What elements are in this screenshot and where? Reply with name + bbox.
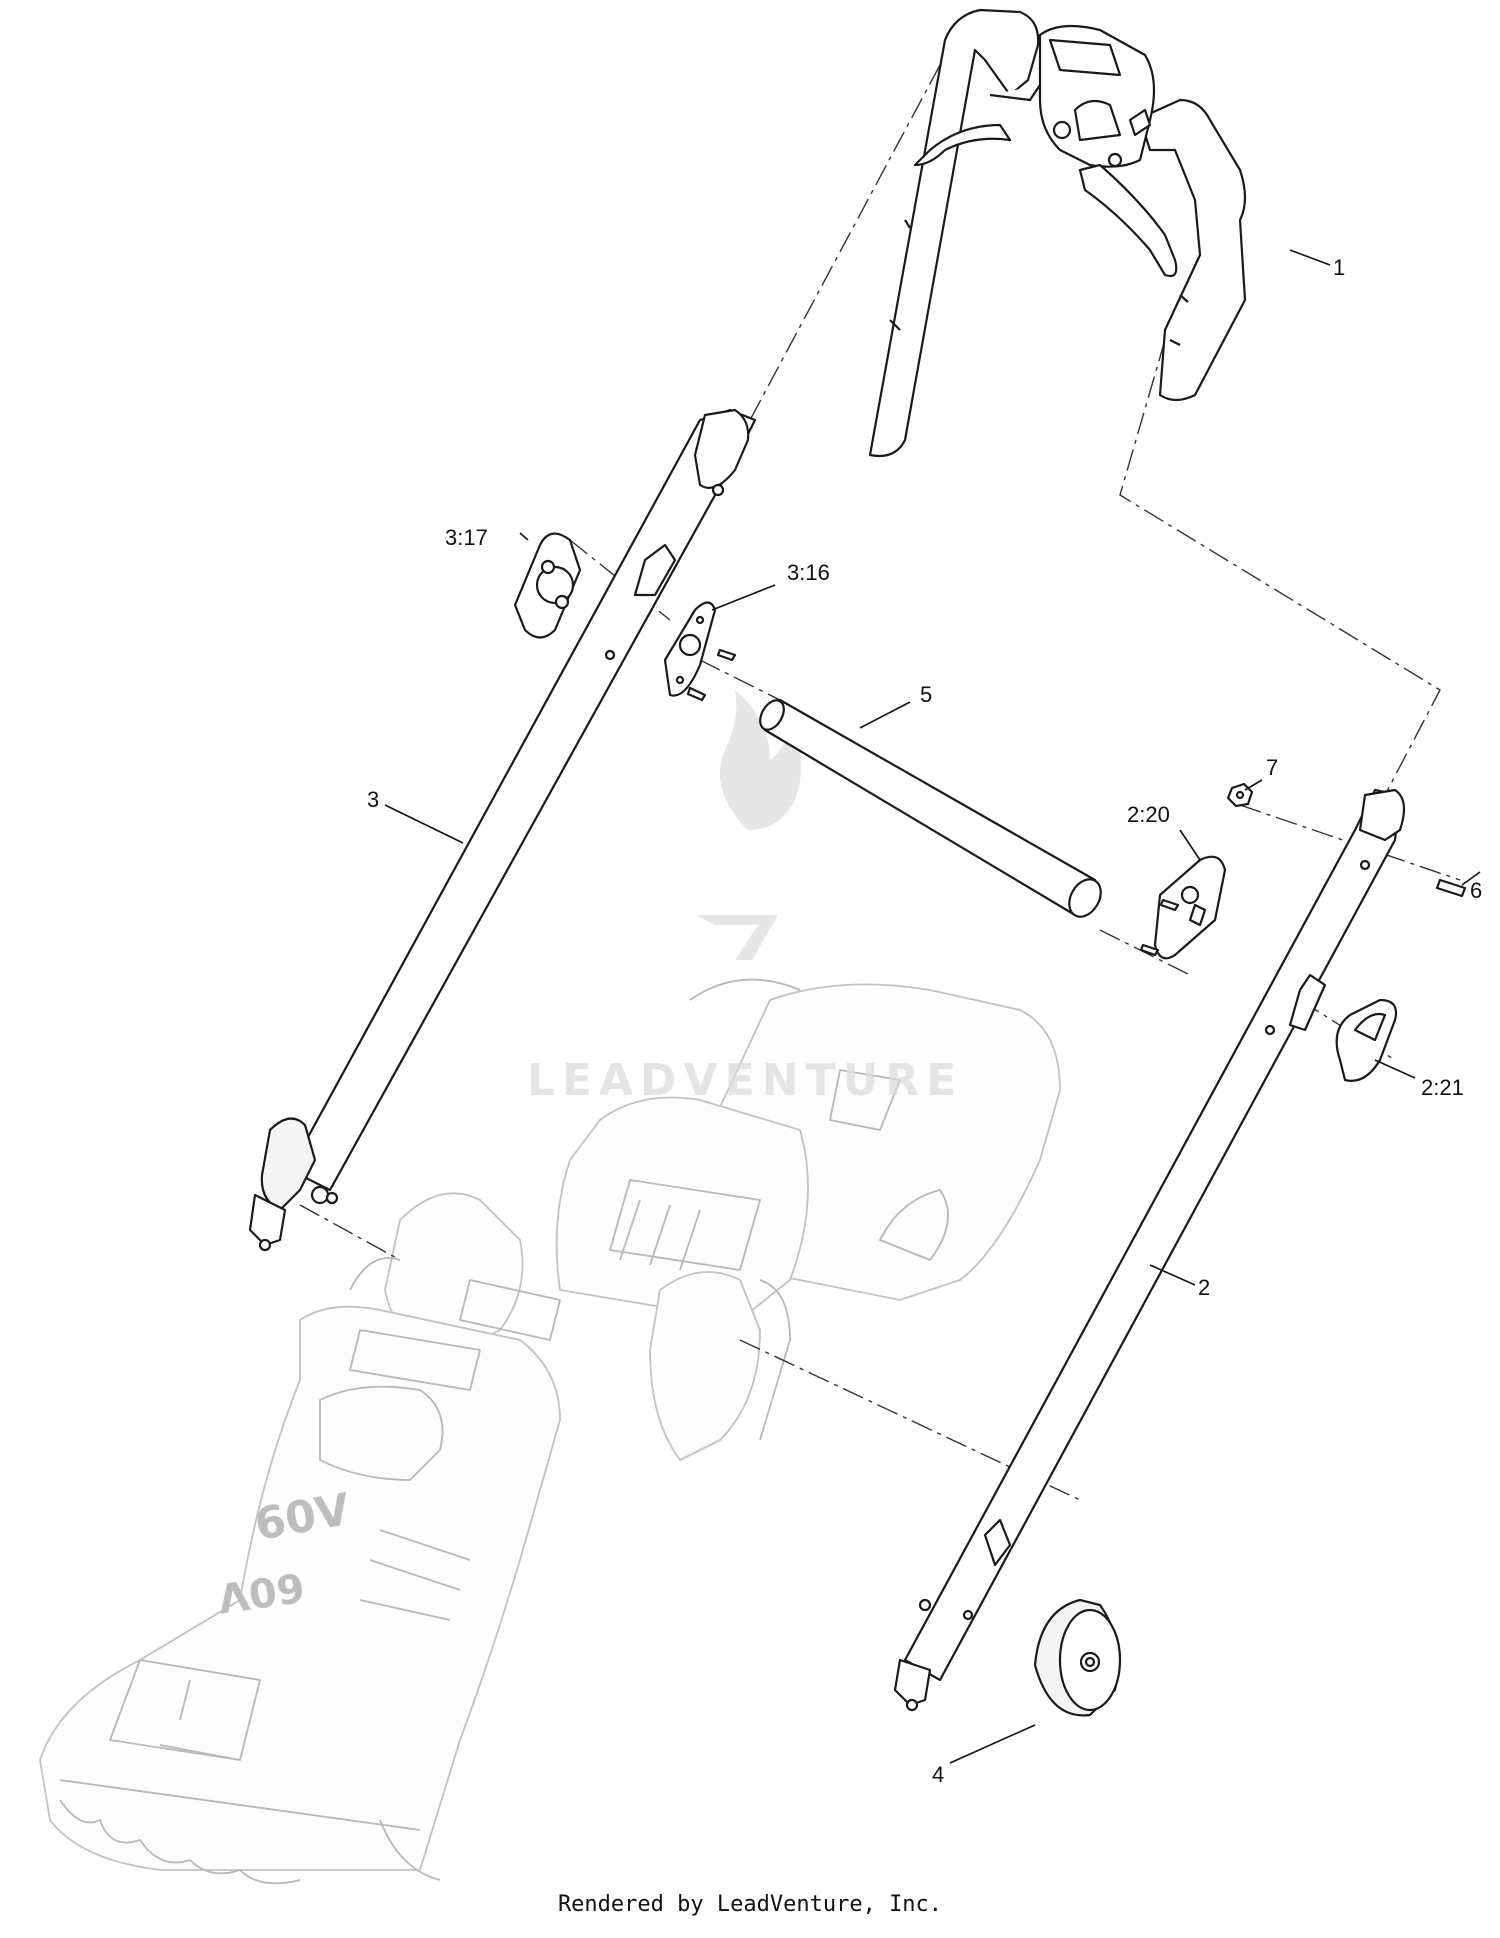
callout-2: 2: [1198, 1275, 1210, 1300]
callout-4: 4: [932, 1762, 944, 1787]
callout-1: 1: [1333, 255, 1345, 280]
rear-wheel: [1033, 1598, 1122, 1717]
callout-labels: 1 2 3 4 5 6 7 3:16 3:17 2:20 2:21: [367, 255, 1482, 1787]
callout-3-16: 3:16: [787, 560, 830, 585]
render-credit: Rendered by LeadVenture, Inc.: [557, 1892, 943, 1917]
callout-3-17: 3:17: [445, 525, 488, 550]
watermark-text: LEADVENTURE: [527, 1055, 963, 1106]
v-logo-icon: [695, 915, 778, 960]
mower-deck-ghost: 60V 60V: [39, 978, 1061, 1885]
leadventure-watermark: LEADVENTURE: [527, 690, 963, 1106]
flame-logo-icon: [719, 690, 802, 830]
crossbar-tube: [759, 698, 1102, 918]
right-lower-handle: [893, 788, 1406, 1712]
callout-5: 5: [920, 682, 932, 707]
callout-7: 7: [1266, 755, 1278, 780]
left-lower-handle: [248, 408, 757, 1252]
leader-lines: [384, 249, 1481, 1764]
callout-2-21: 2:21: [1421, 1075, 1464, 1100]
callout-2-20: 2:20: [1127, 802, 1170, 827]
hardware: [513, 532, 1467, 1082]
callout-3: 3: [367, 787, 379, 812]
upper-handle: [868, 8, 1247, 458]
callout-6: 6: [1470, 878, 1482, 903]
